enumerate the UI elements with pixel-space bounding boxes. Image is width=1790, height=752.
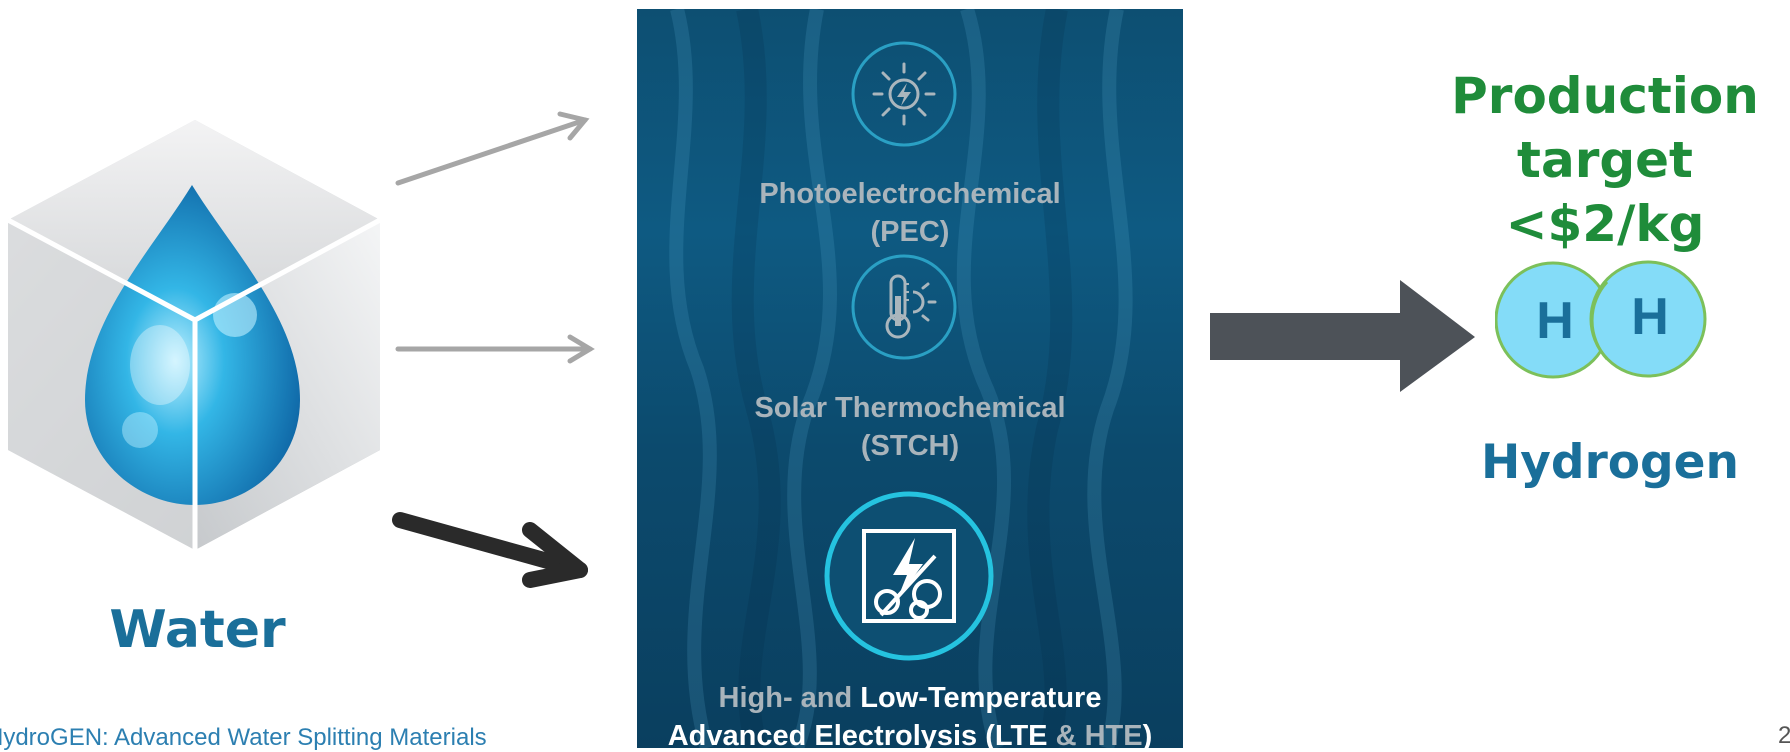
output-arrow <box>1210 280 1475 392</box>
sun-lightning-icon <box>851 41 957 147</box>
electrolysis-line2: Advanced Electrolysis (LTE & HTE) <box>637 717 1183 748</box>
h-atom-1: H <box>1536 292 1574 350</box>
pec-line1: Photoelectrochemical <box>759 178 1061 210</box>
water-label: Water <box>109 600 286 660</box>
electrolysis-line2-part1: Advanced Electrolysis (LTE <box>667 720 1056 748</box>
stch-line2: (STCH) <box>860 430 960 462</box>
electrolysis-title: High- and Low-Temperature Advanced Elect… <box>637 679 1183 748</box>
electrolysis-line2-part3: ) <box>1142 720 1153 748</box>
target-line2: target <$2/kg <box>1505 131 1705 253</box>
hydrogen-label: Hydrogen <box>1480 435 1740 490</box>
pec-line2: (PEC) <box>870 216 950 248</box>
stch-title: Solar Thermochemical (STCH) <box>637 389 1183 465</box>
production-target: Production target <$2/kg <box>1410 64 1790 256</box>
water-texture <box>669 9 1133 748</box>
slide-number: 2 <box>1778 722 1790 749</box>
arrow-to-stch <box>395 334 595 364</box>
arrow-to-electrolysis <box>392 512 588 588</box>
h-atom-2: H <box>1631 288 1669 346</box>
pec-title: Photoelectrochemical (PEC) <box>637 175 1183 251</box>
footer-text: HydroGEN: Advanced Water Splitting Mater… <box>0 724 487 751</box>
thermometer-sun-icon <box>851 254 957 360</box>
target-line1: Production <box>1451 67 1759 125</box>
stch-line1: Solar Thermochemical <box>754 392 1066 424</box>
electrolysis-line2-part2: & HTE <box>1055 720 1143 748</box>
electrolysis-line1-part2: Low-Temperature <box>860 682 1102 714</box>
electrolysis-icon <box>824 491 994 661</box>
pathways-panel: Photoelectrochemical (PEC) Solar Thermoc… <box>637 9 1183 748</box>
electrolysis-line1: High- and Low-Temperature <box>637 679 1183 717</box>
input-arrows <box>392 111 595 588</box>
water-cube-icon <box>6 120 382 550</box>
electrolysis-line1-part1: High- and <box>718 682 861 714</box>
arrow-to-pec <box>395 111 590 186</box>
h2-molecule-icon: H H <box>1495 260 1707 379</box>
